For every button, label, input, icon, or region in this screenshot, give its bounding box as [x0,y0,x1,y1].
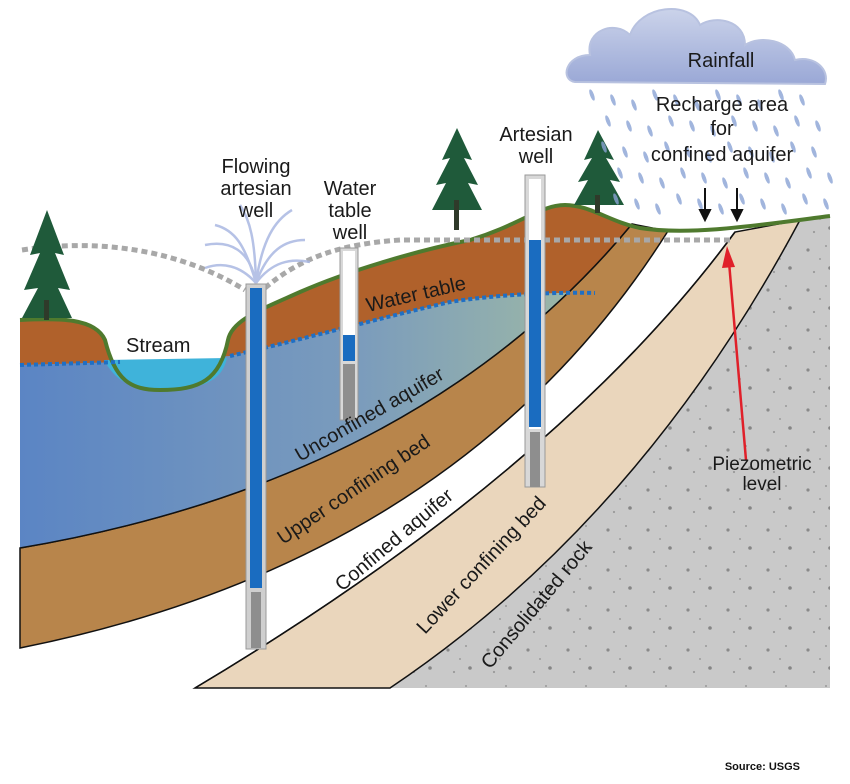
raindrop-icon [718,203,724,215]
raindrop-icon [638,172,644,184]
raindrop-icon [655,203,661,215]
raindrop-icon [769,151,775,163]
raindrop-icon [617,167,623,179]
raindrop-icon [760,198,766,210]
label-recharge-line3: confined aquifer [651,144,794,166]
raindrop-icon [710,125,716,137]
label-stream: Stream [126,335,190,357]
label-piezometric-line1: Piezometric [712,454,811,475]
raindrop-icon [605,115,611,127]
raindrop-icon [634,198,640,210]
raindrop-icon [815,120,821,132]
label-water-table-well-line3: well [332,222,367,244]
raindrop-icon [673,94,679,106]
label-recharge-line1: Recharge area [656,94,789,116]
raindrop-icon [631,99,637,111]
rain-cloud-icon [565,8,827,86]
raindrop-icon [694,99,700,111]
raindrop-icon [752,120,758,132]
raindrops [589,89,833,215]
label-artesian-well-line1: Artesian [499,124,572,146]
raindrop-icon [773,125,779,137]
raindrop-icon [706,151,712,163]
ground-surface [19,202,831,393]
raindrop-icon [715,89,721,101]
raindrop-icon [736,94,742,106]
raindrop-icon [647,125,653,137]
raindrop-icon [757,99,763,111]
raindrop-icon [802,193,808,205]
label-flowing-well-line1: Flowing [222,156,291,178]
raindrop-icon [689,120,695,132]
label-rainfall: Rainfall [688,50,755,72]
stream-water [104,358,227,390]
raindrop-icon [652,89,658,101]
raindrop-icon [790,141,796,153]
raindrop-icon [731,115,737,127]
raindrop-icon [827,172,833,184]
raindrop-icon [739,193,745,205]
raindrop-icon [680,167,686,179]
raindrop-icon [697,198,703,210]
raindrop-icon [785,177,791,189]
piezometric-line [21,237,730,293]
raindrop-icon [727,141,733,153]
fountain-spray [204,204,311,284]
raindrop-icon [626,120,632,132]
artesian-well [524,174,546,488]
tree-icon [574,130,624,213]
raindrop-icon [743,167,749,179]
label-artesian-well-line2: well [518,146,553,168]
raindrop-icon [701,172,707,184]
raindrop-icon [764,172,770,184]
raindrop-icon [622,146,628,158]
raindrop-icon [668,115,674,127]
raindrop-icon [613,193,619,205]
raindrop-icon [778,89,784,101]
raindrop-icon [806,167,812,179]
raindrop-icon [823,198,829,210]
label-flowing-well-line2: artesian [220,178,291,200]
raindrop-icon [610,94,616,106]
confined-aquifer-lower-edge [194,231,736,689]
source-credit: Source: USGS [725,761,800,773]
consolidated-rock-layer [390,216,830,688]
water-table-line [19,290,596,367]
flowing-artesian-well [245,283,267,650]
raindrop-icon [664,141,670,153]
raindrop-icon [685,146,691,158]
label-water-table-well-line1: Water [324,178,377,200]
piezometric-arrow-icon [722,246,748,461]
raindrop-icon [659,177,665,189]
raindrop-icon [781,203,787,215]
raindrop-icon [799,94,805,106]
raindrop-icon [811,146,817,158]
raindrop-icon [676,193,682,205]
raindrop-icon [794,115,800,127]
water-table-well [339,247,359,421]
raindrop-icon [589,89,595,101]
label-recharge-line2: for [710,118,734,140]
raindrop-icon [748,146,754,158]
tree-icon [432,128,482,230]
recharge-arrow-icon [698,188,744,223]
label-piezometric-line2: level [742,474,781,495]
tree-icon [22,210,72,320]
raindrop-icon [722,177,728,189]
label-water-table-well-line2: table [328,200,371,222]
raindrop-icon [643,151,649,163]
label-flowing-well-line3: well [238,200,273,222]
raindrop-icon [601,141,607,153]
